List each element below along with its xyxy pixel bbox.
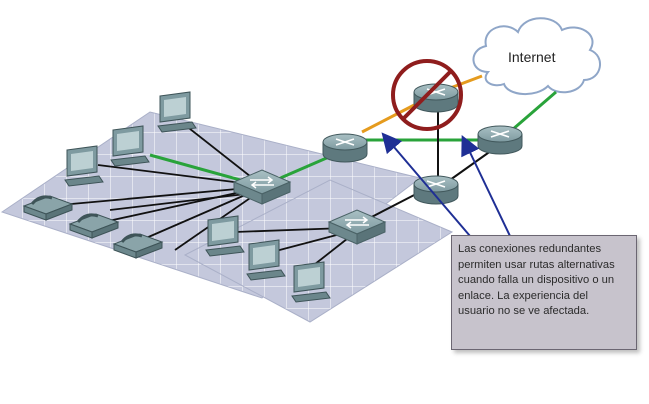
- ip-phone-icon: [112, 233, 164, 259]
- ip-phone-icon: [22, 195, 74, 221]
- explanation-callout: Las conexiones redundantes permiten usar…: [451, 235, 637, 350]
- router-icon: [477, 125, 523, 155]
- cloud-label: Internet: [508, 49, 556, 65]
- access-link: [97, 164, 251, 185]
- access-link: [271, 231, 349, 253]
- access-link: [234, 227, 346, 233]
- callout-arrow-to-alt-link: [461, 134, 511, 237]
- callout-arrow-to-failed-link: [381, 132, 471, 237]
- callout-line: Las conexiones redundantes: [458, 243, 602, 255]
- computer-icon: [246, 239, 286, 281]
- link-lower-router-to-right-router: [449, 147, 496, 181]
- router-icon: [413, 175, 459, 205]
- access-link: [109, 192, 255, 211]
- computer-icon: [205, 215, 245, 257]
- access-link: [59, 187, 249, 206]
- link-left-router-to-failed-router: [361, 100, 421, 134]
- access-link: [184, 124, 256, 181]
- prohibited-icon: [391, 59, 463, 131]
- computer-icon: [110, 125, 150, 167]
- callout-line: enlace. La experiencia del: [458, 289, 588, 302]
- computer-icon: [291, 261, 331, 303]
- ip-phone-icon: [68, 213, 120, 239]
- callout-line: permiten usar rutas alternativas: [458, 258, 615, 271]
- callout-line: cuando falla un dispositivo o un: [458, 274, 615, 286]
- switch-icon: [232, 169, 292, 205]
- access-link: [129, 191, 253, 246]
- computer-icon: [157, 91, 197, 133]
- switch-icon: [327, 209, 387, 245]
- floor-panel-right: [183, 179, 454, 323]
- callout-line: usuario no se ve afectada.: [458, 305, 590, 317]
- computer-icon: [64, 145, 104, 187]
- link-right-router-to-internet: [511, 90, 557, 132]
- internet-cloud-icon: Internet: [472, 17, 601, 95]
- router-icon: [322, 133, 368, 163]
